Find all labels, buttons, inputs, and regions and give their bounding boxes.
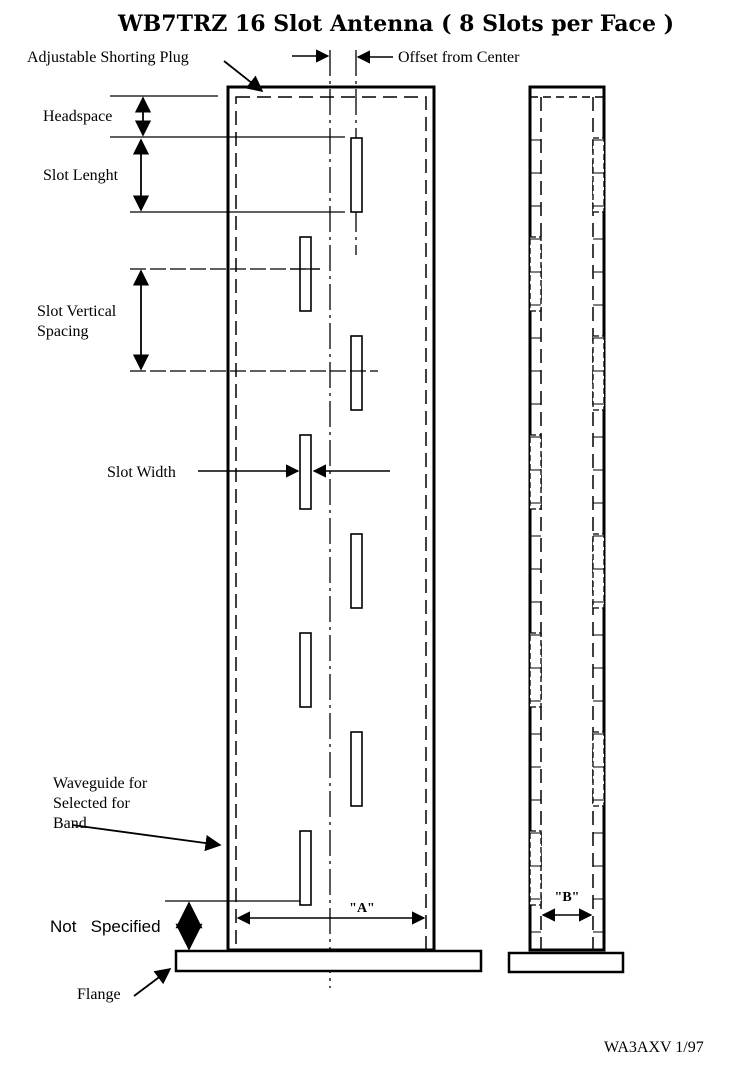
arrow-waveguide bbox=[71, 824, 222, 852]
side-slot bbox=[529, 434, 542, 510]
label-offset: Offset from Center bbox=[398, 49, 520, 66]
front-slot bbox=[350, 335, 363, 411]
side-slot bbox=[592, 137, 605, 213]
label-spacing-1: Slot Vertical bbox=[37, 303, 117, 320]
waveguide-outer bbox=[226, 85, 436, 952]
waveguide-inner-dashed bbox=[235, 96, 427, 951]
side-slot bbox=[529, 632, 542, 708]
side-slot bbox=[529, 830, 542, 906]
label-spacing-2: Spacing bbox=[37, 323, 89, 340]
front-slot bbox=[350, 137, 363, 213]
label-headspace: Headspace bbox=[43, 108, 112, 125]
label-flange: Flange bbox=[77, 986, 121, 1003]
side-outer bbox=[528, 85, 606, 952]
credit: WA3AXV 1/97 bbox=[604, 1039, 704, 1056]
label-slot-length: Slot Lenght bbox=[43, 167, 119, 184]
label-dim-b: "B" bbox=[555, 890, 580, 905]
front-slot bbox=[350, 731, 363, 807]
front-slot bbox=[299, 434, 312, 510]
front-slots bbox=[290, 137, 363, 906]
side-slots bbox=[529, 137, 605, 933]
flange-front bbox=[174, 949, 483, 973]
front-slot bbox=[299, 236, 312, 312]
side-slot bbox=[592, 533, 605, 609]
label-slot-width: Slot Width bbox=[107, 464, 176, 481]
label-shorting-plug: Adjustable Shorting Plug bbox=[27, 49, 189, 66]
diagram-title: WB7TRZ 16 Slot Antenna ( 8 Slots per Fac… bbox=[117, 11, 674, 37]
side-slot bbox=[592, 731, 605, 807]
flange-side bbox=[507, 951, 625, 974]
front-slot bbox=[299, 632, 312, 708]
label-waveguide-1: Waveguide for bbox=[53, 775, 148, 792]
front-slot bbox=[350, 533, 363, 609]
side-view bbox=[528, 85, 606, 952]
label-waveguide-2: Selected for bbox=[53, 795, 131, 812]
label-not-specified: Not Specified bbox=[50, 917, 161, 936]
label-dim-a: "A" bbox=[349, 901, 375, 916]
front-view bbox=[226, 50, 436, 988]
side-slot bbox=[529, 236, 542, 312]
arrow-flange bbox=[133, 968, 172, 997]
front-slot bbox=[299, 830, 312, 906]
label-waveguide-3: Band bbox=[53, 815, 87, 832]
side-slot bbox=[592, 335, 605, 411]
arrow-shorting-plug bbox=[223, 60, 264, 93]
